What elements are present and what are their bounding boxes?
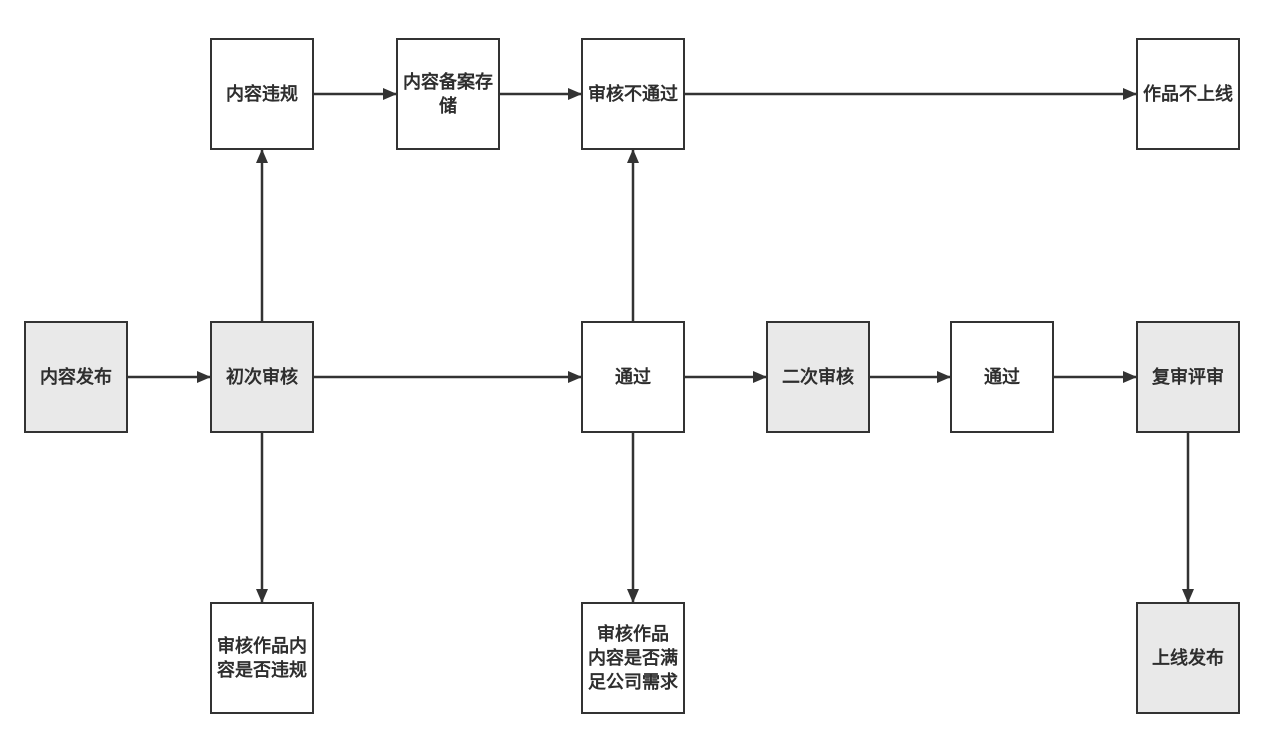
node-backup-storage: 内容备案存 储 bbox=[396, 38, 500, 150]
node-pass-1: 通过 bbox=[581, 321, 685, 433]
node-online-publish: 上线发布 bbox=[1136, 602, 1240, 714]
node-first-review: 初次审核 bbox=[210, 321, 314, 433]
node-check-violation: 审核作品内 容是否违规 bbox=[210, 602, 314, 714]
node-final-review: 复审评审 bbox=[1136, 321, 1240, 433]
node-review-fail: 审核不通过 bbox=[581, 38, 685, 150]
node-second-review: 二次审核 bbox=[766, 321, 870, 433]
node-check-demand: 审核作品 内容是否满 足公司需求 bbox=[581, 602, 685, 714]
node-pass-2: 通过 bbox=[950, 321, 1054, 433]
node-not-online: 作品不上线 bbox=[1136, 38, 1240, 150]
node-violation: 内容违规 bbox=[210, 38, 314, 150]
node-publish: 内容发布 bbox=[24, 321, 128, 433]
